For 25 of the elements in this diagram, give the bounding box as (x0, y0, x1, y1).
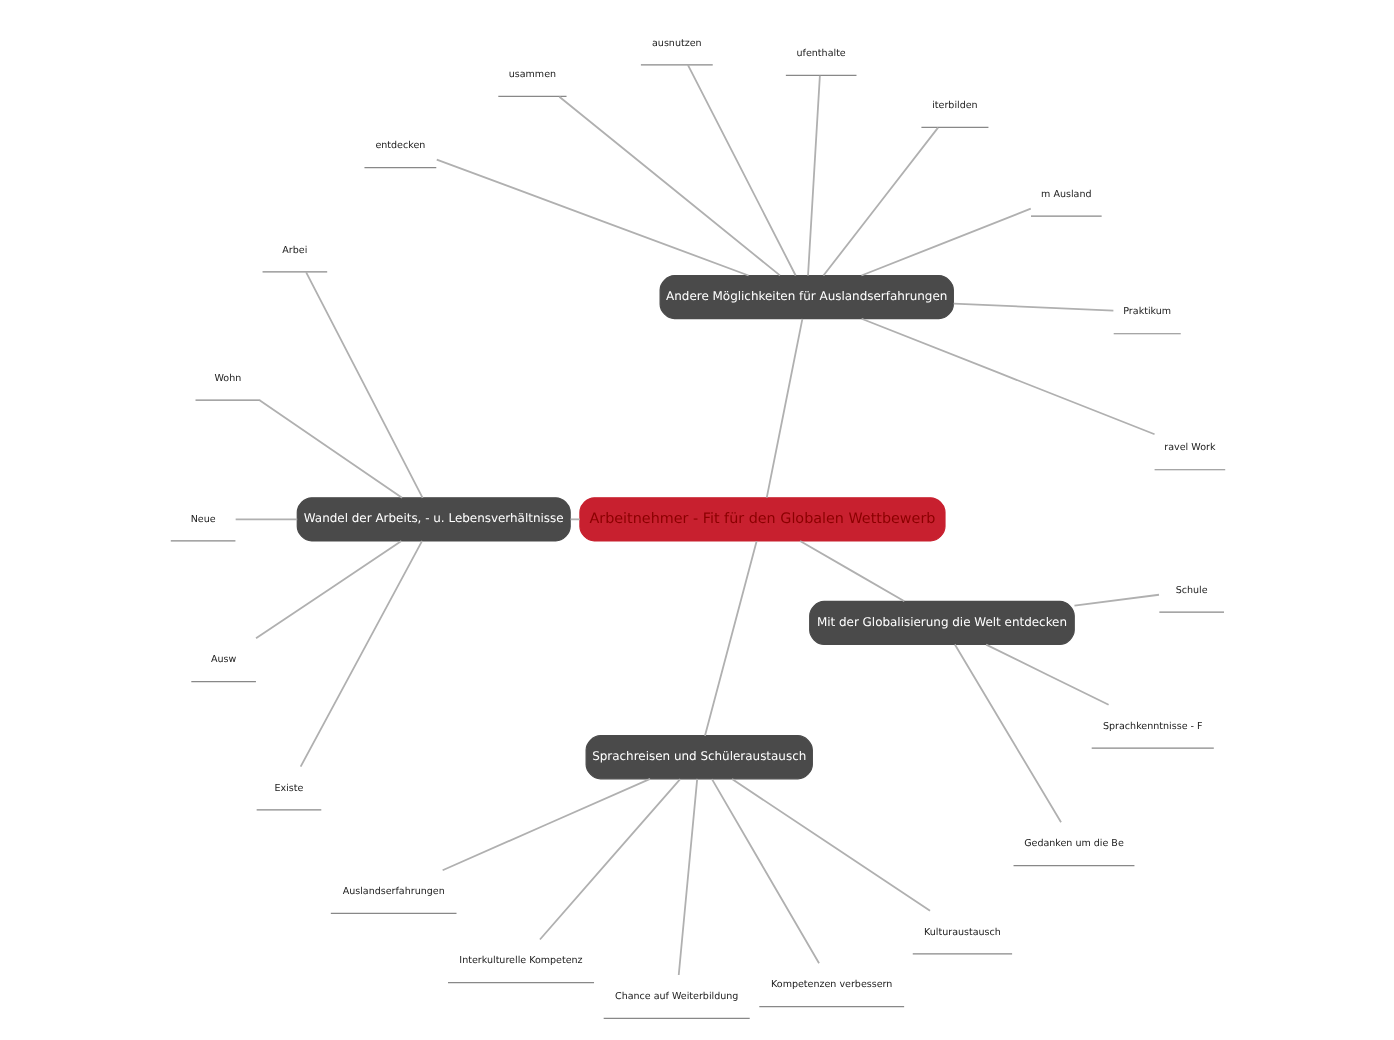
connector (859, 317, 1155, 436)
connector (821, 126, 938, 277)
connector (951, 302, 1114, 312)
connector (952, 643, 1061, 824)
connector (538, 778, 681, 941)
connector (1072, 593, 1159, 607)
connector (257, 399, 402, 499)
connector (984, 643, 1109, 706)
connector (434, 158, 749, 277)
connector (798, 540, 905, 603)
connector (859, 207, 1031, 277)
connector (440, 778, 651, 872)
connector (304, 271, 423, 499)
connector (298, 540, 423, 768)
connector (557, 95, 780, 277)
connector (806, 74, 820, 277)
connector (703, 540, 757, 737)
connector (233, 518, 298, 521)
connector (685, 63, 796, 277)
connector (764, 318, 803, 499)
connector (710, 778, 819, 965)
connector (568, 518, 580, 521)
connector (730, 778, 930, 912)
connector (254, 540, 402, 640)
connector (676, 778, 698, 976)
